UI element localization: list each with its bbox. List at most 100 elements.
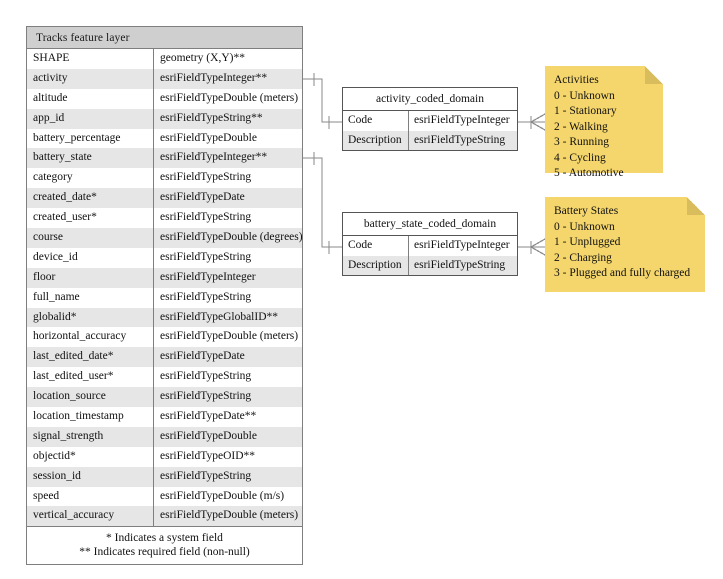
field-type: esriFieldTypeInteger** [160,151,268,164]
battery-state-coded-domain-box: battery_state_coded_domain Code esriFiel… [342,212,518,277]
table-row: created_user* esriFieldTypeString [27,208,302,229]
field-name: device_id [27,247,154,268]
domain-row-code: Code esriFieldTypeInteger [343,111,517,131]
table-row: full_name esriFieldTypeString [27,287,302,308]
domain-row-value: esriFieldTypeString [414,133,506,146]
field-name: battery_state [27,148,154,169]
field-type: esriFieldTypeString [160,250,252,263]
note-line: 3 - Running [554,136,609,148]
footnote-system-field: * Indicates a system field [106,532,223,545]
field-type: esriFieldTypeDouble (meters) [160,330,299,343]
note-line: 2 - Walking [554,120,608,133]
field-name: objectid* [27,446,154,467]
table-row: floor esriFieldTypeInteger [27,267,302,288]
table-row: last_edited_date* esriFieldTypeDate [27,347,302,368]
domain-row-key: Code [343,111,409,131]
field-type: esriFieldTypeInteger [160,270,256,283]
field-name: full_name [27,287,154,308]
field-type: esriFieldTypeString [160,370,252,383]
field-name: horizontal_accuracy [27,327,154,348]
field-name: battery_percentage [27,128,154,149]
connector-activity-domain-to-note [518,113,546,131]
field-name: altitude [27,88,154,109]
field-name: signal_strength [27,426,154,447]
activities-note: Activities 0 - Unknown 1 - Stationary 2 … [545,66,663,179]
field-name: last_edited_user* [27,367,154,388]
field-type: esriFieldTypeDouble [160,429,257,442]
domain-row-value: esriFieldTypeInteger [414,114,510,126]
field-name: created_user* [27,208,154,229]
field-type: esriFieldTypeString [160,290,252,303]
table-row: app_id esriFieldTypeString** [27,108,302,129]
field-type: esriFieldTypeDate** [160,410,257,423]
field-name: session_id [27,466,154,487]
note-line: 1 - Stationary [554,105,617,117]
field-type: esriFieldTypeDouble (m/s) [160,489,285,502]
field-name: category [27,168,154,189]
field-name: speed [27,486,154,507]
field-type: esriFieldTypeDouble (degrees) [160,231,302,244]
connector-activity-to-domain [303,73,342,129]
domain-row-key: Description [343,255,409,276]
domain-row-key: Description [343,130,409,151]
field-name: floor [27,267,154,288]
battery-states-note: Battery States 0 - Unknown 1 - Unplugged… [545,197,705,292]
field-name: last_edited_date* [27,347,154,368]
field-name: course [27,228,154,248]
domain-title: battery_state_coded_domain [343,213,517,236]
field-type: esriFieldTypeDouble [160,131,257,144]
field-type: esriFieldTypeString [160,390,252,403]
table-row: vertical_accuracy esriFieldTypeDouble (me… [27,506,302,527]
domain-row-code: Code esriFieldTypeInteger [343,236,517,256]
tracks-feature-layer-table: Tracks feature layer SHAPE geometry (X,Y)… [26,26,303,566]
connector-battery-domain-to-note [518,238,546,256]
domain-row-value: esriFieldTypeString [414,258,506,271]
field-type: esriFieldTypeOID** [160,449,256,462]
note-line: 0 - Unknown [554,220,615,233]
table-row: location_timestamp esriFieldTypeDate** [27,407,302,427]
field-type: esriFieldTypeString** [160,111,263,124]
note-fold-corner-icon [645,66,663,84]
table-row: objectid* esriFieldTypeOID** [27,446,302,467]
domain-row-value: esriFieldTypeInteger [414,239,510,251]
field-name: globalid* [27,307,154,328]
connector-battery-state-to-domain [303,152,342,254]
field-name: vertical_accuracy [27,506,154,527]
field-name: location_source [27,387,154,408]
table-row: signal_strength esriFieldTypeDouble [27,426,302,447]
note-line: 2 - Charging [554,251,612,264]
table-row: battery_state esriFieldTypeInteger** [27,148,302,169]
note-fold-corner-icon [687,197,705,215]
field-name: SHAPE [27,49,154,69]
field-type: geometry (X,Y)** [160,52,245,64]
field-name: activity [27,68,154,89]
note-heading: Activities [554,74,599,86]
field-name: app_id [27,108,154,129]
field-name: location_timestamp [27,407,154,427]
footnote-required-field: ** Indicates required field (non-null) [79,546,250,559]
table-row: battery_percentage esriFieldTypeDouble [27,128,302,149]
table-row: speed esriFieldTypeDouble (m/s) [27,486,302,507]
feature-table-footnotes: * Indicates a system field ** Indicates … [27,526,302,565]
note-line: 3 - Plugged and fully charged [554,267,691,279]
table-row: location_source esriFieldTypeString [27,387,302,408]
activity-coded-domain-box: activity_coded_domain Code esriFieldType… [342,87,518,152]
note-line: 5 - Automotive [554,167,624,179]
domain-row-key: Code [343,236,409,256]
domain-title: activity_coded_domain [343,88,517,111]
domain-row-description: Description esriFieldTypeString [343,255,517,276]
note-line: 0 - Unknown [554,89,615,102]
table-row: SHAPE geometry (X,Y)** [27,49,302,69]
field-type: esriFieldTypeInteger** [160,71,268,84]
field-type: esriFieldTypeString [160,211,252,224]
table-row: created_date*esriFieldTypeDate [27,188,302,209]
feature-table-title: Tracks feature layer [27,27,302,49]
note-line: 1 - Unplugged [554,236,621,248]
field-type: esriFieldTypeGlobalID** [160,310,279,323]
domain-row-description: Description esriFieldTypeString [343,130,517,151]
field-type: esriFieldTypeDate [160,350,245,363]
table-row: globalid* esriFieldTypeGlobalID** [27,307,302,328]
field-type: esriFieldTypeDouble (meters) [160,509,299,522]
